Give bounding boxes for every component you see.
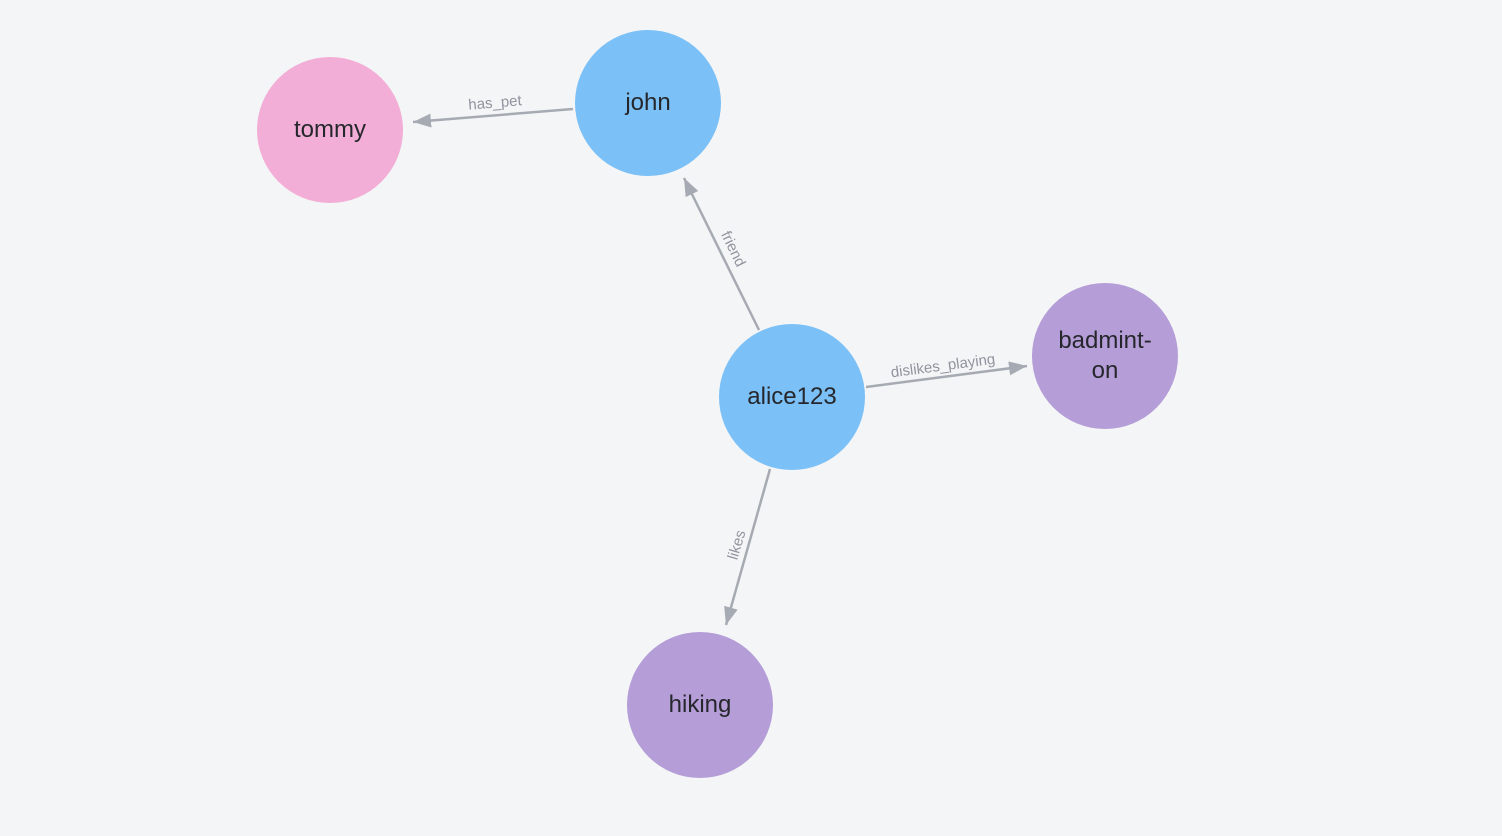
node-label: hiking — [668, 691, 732, 718]
node-badminton[interactable]: badmint- on — [1032, 283, 1178, 429]
edge-john-tommy[interactable] — [412, 107, 574, 128]
node-label: john — [625, 89, 671, 116]
edge-alice123-hiking[interactable] — [724, 468, 772, 626]
node-label-line1: badmint- — [1058, 327, 1152, 354]
node-hiking[interactable]: hiking — [627, 632, 773, 778]
node-alice123[interactable]: alice123 — [719, 324, 865, 470]
edge-alice123-badminton[interactable] — [865, 361, 1028, 389]
node-label: alice123 — [747, 383, 837, 410]
node-tommy[interactable]: tommy — [257, 57, 403, 203]
node-label: badmint- on — [1058, 326, 1151, 386]
node-john[interactable]: john — [575, 30, 721, 176]
node-label-line2: on — [1091, 357, 1119, 384]
edge-alice123-john[interactable] — [682, 177, 761, 331]
node-label: tommy — [294, 116, 366, 143]
